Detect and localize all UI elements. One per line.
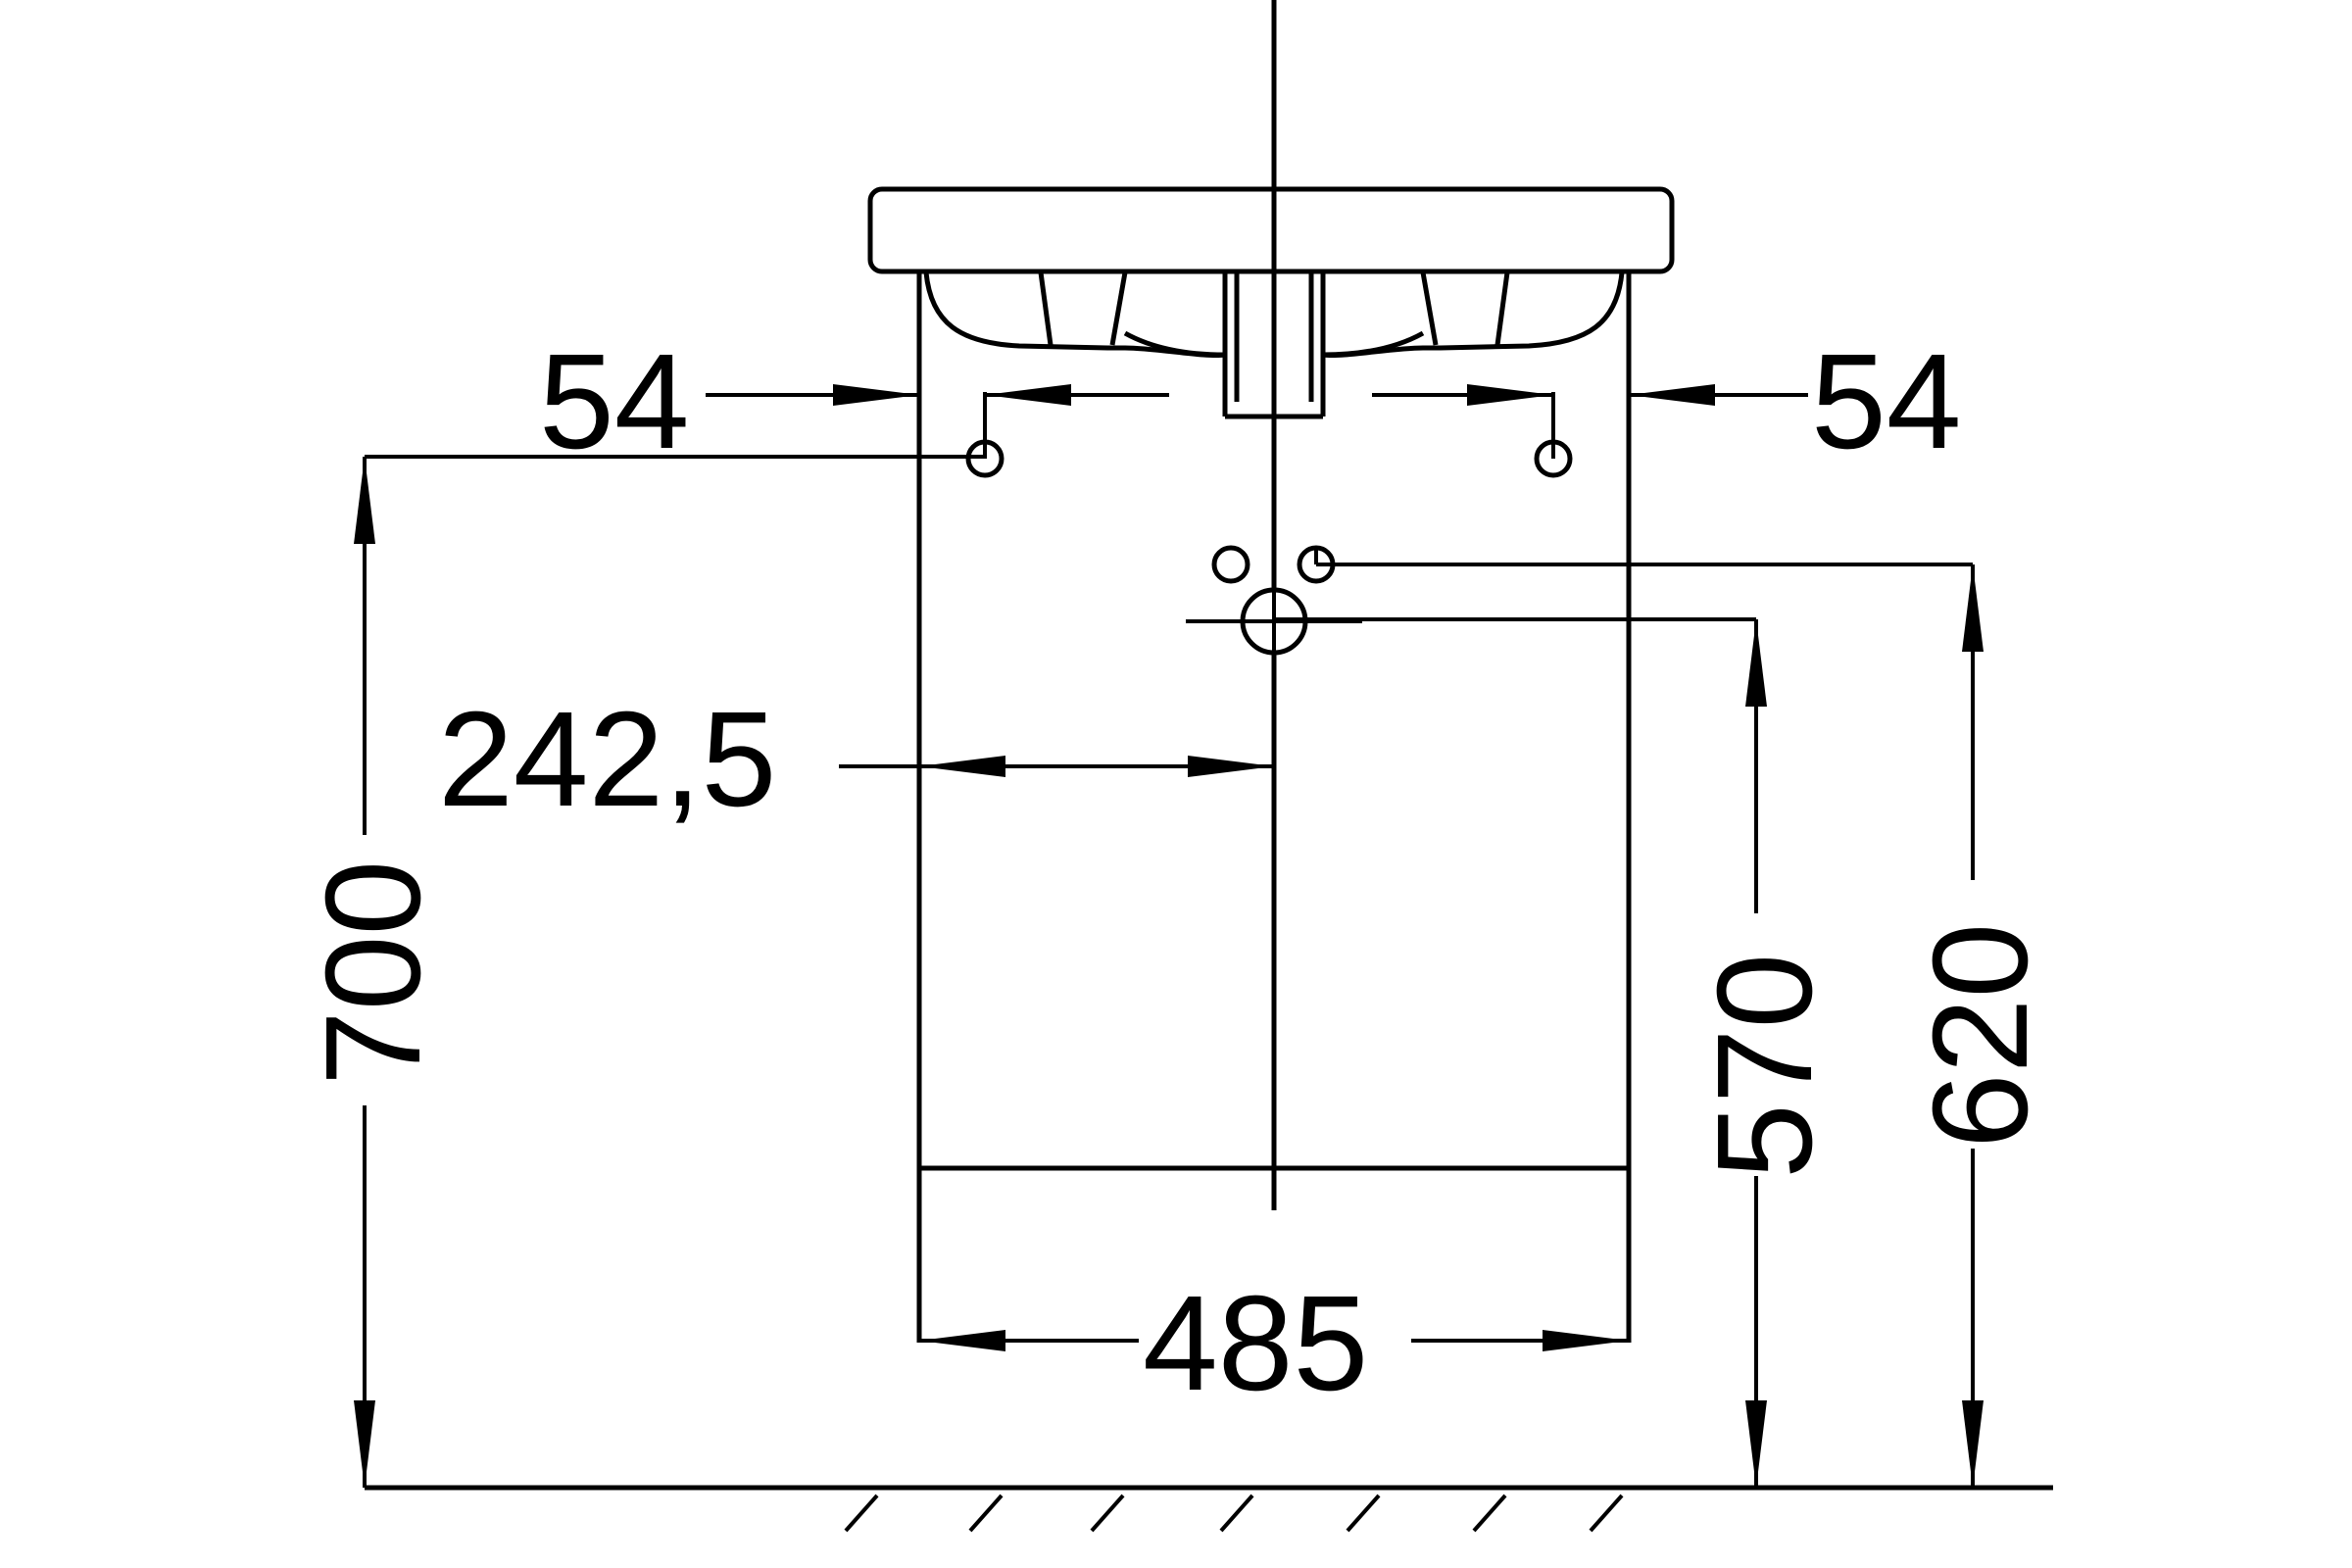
dimension-left-offset: 54 [539,326,1169,477]
dimension-label-supply-height: 620 [1905,923,2056,1149]
dimension-label-overall-height: 700 [298,860,449,1086]
supply-valve-left [1211,545,1250,584]
dimension-centre-offset: 242,5 [438,684,1274,835]
floor-hatching [844,1494,1624,1533]
dimension-label-right-offset: 54 [1811,326,1962,477]
dimension-overall-height: 700 [298,455,985,1488]
basin-bowl [923,271,1625,419]
dimension-width: 485 [919,1268,1629,1419]
dimension-supply-height: 620 [1316,563,2056,1488]
mounting-bolt-right [1534,392,1573,478]
dimension-right-offset: 54 [1372,326,1962,477]
dimension-label-trap-height: 570 [1690,954,1840,1179]
dimension-label-width: 485 [1143,1268,1368,1419]
dimension-trap-height: 570 [1274,617,1840,1488]
dimension-label-left-offset: 54 [539,326,690,477]
mounting-bolt-left [965,392,1004,478]
basin-top [867,186,1675,274]
dimension-label-centre-offset: 242,5 [438,684,776,835]
floor [365,1485,2053,1533]
